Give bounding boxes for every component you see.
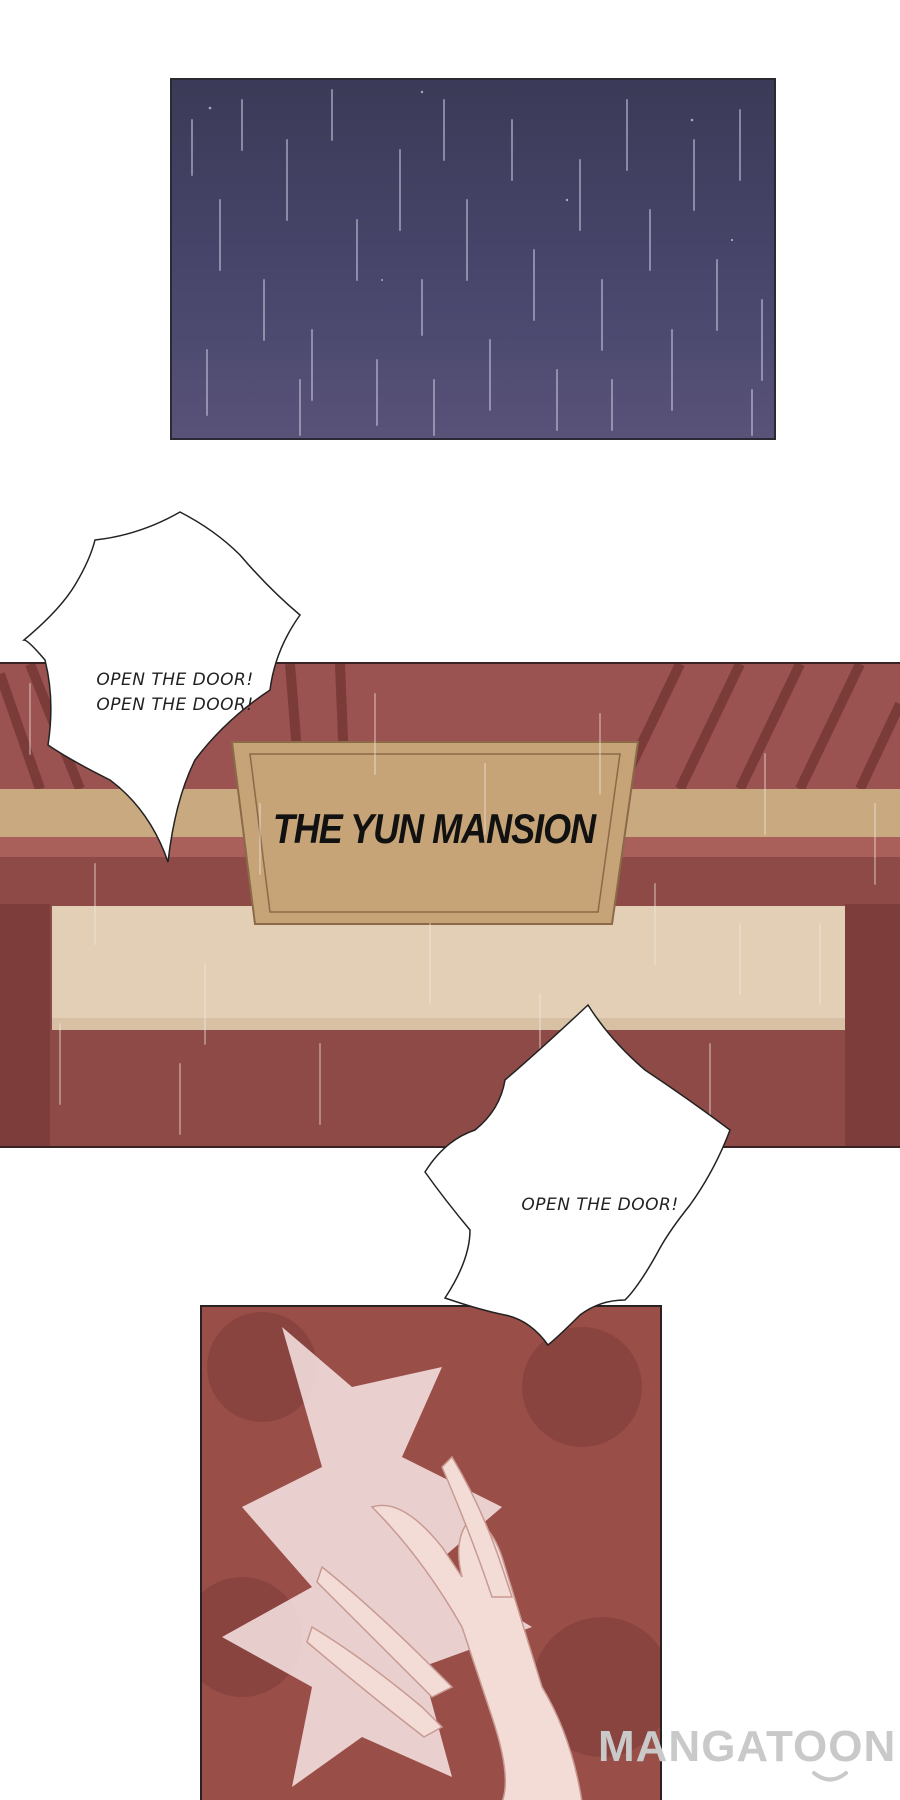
- rain-streaks: [191, 89, 763, 436]
- bubble-1-line-1: OPEN THE DOOR!: [96, 670, 254, 690]
- night-rain-panel: [170, 78, 776, 440]
- mangatoon-watermark: MANGATOON: [598, 1722, 897, 1771]
- mansion-sign-text: THE YUN MANSION: [272, 804, 596, 852]
- speech-bubble-2-text: OPEN THE DOOR!: [505, 1193, 695, 1218]
- bubble-2-line-1: OPEN THE DOOR!: [521, 1195, 679, 1215]
- hand-panel: [200, 1305, 662, 1800]
- watermark-smile-icon: [812, 1771, 848, 1782]
- mansion-gate-panel: [0, 662, 900, 1148]
- hand-illustration: [202, 1307, 660, 1800]
- speech-bubble-1-text: OPEN THE DOOR! OPEN THE DOOR!: [80, 668, 270, 718]
- bubble-1-line-2: OPEN THE DOOR!: [96, 695, 254, 715]
- gate-illustration: [0, 664, 900, 1146]
